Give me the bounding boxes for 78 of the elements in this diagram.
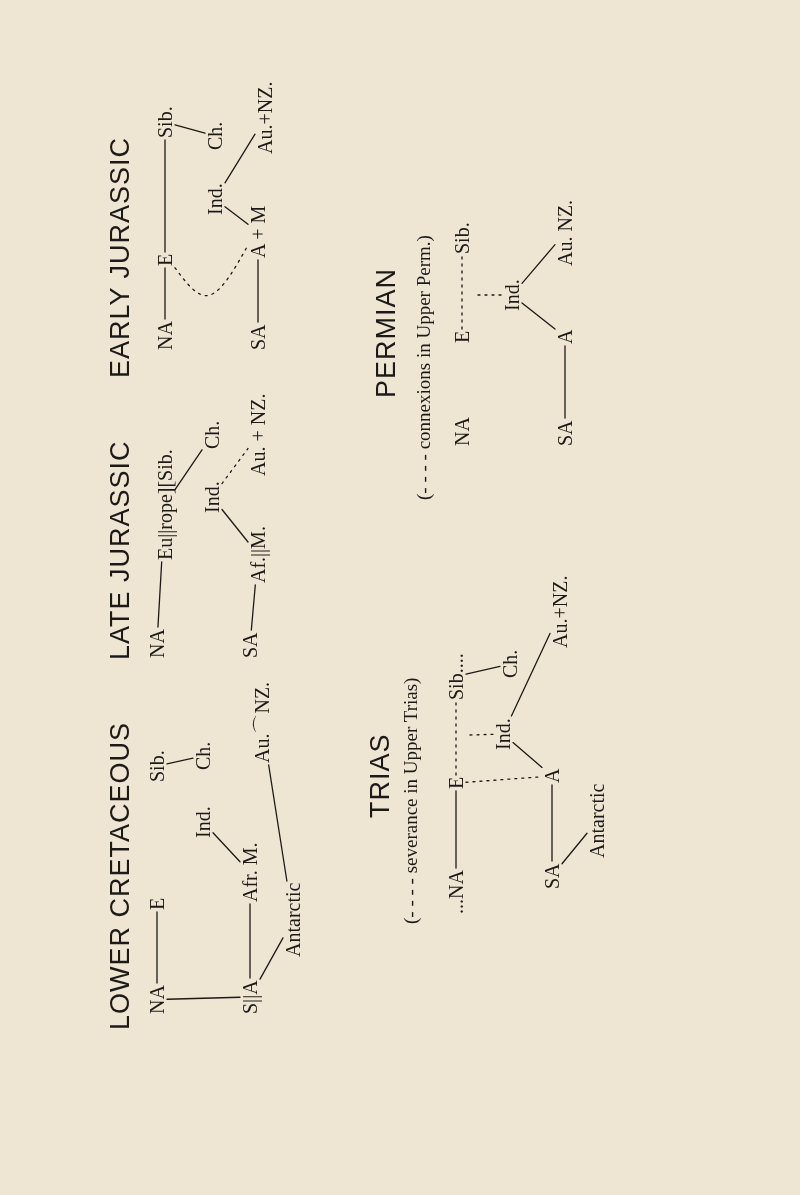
region-label: SA — [542, 861, 562, 891]
period-heading: LOWER CRETACEOUS — [106, 721, 134, 1030]
connector-line — [164, 139, 166, 253]
connector-line — [156, 911, 158, 984]
region-label: Antarctic — [587, 781, 607, 860]
region-label: NA — [147, 983, 167, 1016]
region-label: Au.⌒NZ. — [252, 679, 272, 765]
region-label: Ind. — [202, 479, 222, 515]
region-label: A + M — [248, 203, 268, 260]
region-label: Eu||rope][Sib. — [155, 447, 175, 562]
dotted-connector-line — [469, 733, 494, 736]
note-text: (- - - - connexions in Upper Perm.) — [414, 235, 434, 500]
region-label: NA — [155, 319, 175, 352]
connector-line — [166, 757, 194, 765]
region-label: Au. NZ. — [555, 197, 575, 268]
connector-line — [512, 741, 543, 769]
dotted-connector-line — [221, 447, 249, 485]
connector-line — [521, 302, 556, 330]
region-label: SA — [240, 630, 260, 660]
region-label: E — [446, 774, 466, 791]
region-label: Au.+NZ. — [255, 79, 275, 156]
region-label: Ch. — [500, 647, 520, 680]
region-label: Ind. — [193, 804, 213, 840]
connector-line — [174, 124, 206, 134]
region-label: Af.||M. — [248, 524, 268, 585]
connector-line — [268, 764, 288, 882]
connector-line — [510, 632, 551, 717]
note-text: (- - - - severance in Upper Trias) — [401, 677, 421, 924]
connector-line — [259, 937, 284, 980]
connector-line — [221, 508, 249, 543]
dotted-connector-line — [455, 701, 457, 776]
period-heading: LATE JURASSIC — [106, 440, 134, 660]
connector-line — [174, 449, 203, 491]
region-label: Ind. — [205, 181, 225, 217]
connector-line — [250, 584, 256, 631]
connector-line — [455, 790, 457, 869]
region-label: SA — [555, 418, 575, 448]
region-label: Au.+NZ. — [550, 573, 570, 650]
connector-line — [212, 832, 241, 863]
connector-line — [249, 903, 251, 979]
region-label: Ch. — [193, 739, 213, 772]
connector-line — [257, 259, 259, 323]
connector-line — [224, 206, 249, 225]
region-label: NA — [452, 415, 472, 448]
region-label: ...NA — [446, 868, 466, 916]
region-label: E — [155, 251, 175, 268]
region-label: Ind. — [502, 277, 522, 313]
region-label: Ch. — [205, 119, 225, 152]
region-label: Ch. — [202, 418, 222, 451]
dotted-connector-line — [461, 255, 463, 330]
connector-line — [561, 832, 588, 865]
region-label: Au. + NZ. — [248, 391, 268, 478]
region-label: NA — [147, 627, 167, 660]
connector-line — [157, 561, 163, 628]
region-label: Ind. — [493, 716, 513, 752]
connector-line — [521, 244, 556, 284]
period-heading: EARLY JURASSIC — [106, 136, 134, 378]
region-label: Antarctic — [283, 880, 303, 959]
region-label: S||A — [240, 978, 260, 1016]
period-heading: TRIAS — [366, 733, 394, 818]
region-label: A — [555, 327, 575, 346]
region-label: Sib. — [452, 220, 472, 256]
region-label: E — [147, 895, 167, 912]
region-label: Afr. M. — [240, 840, 260, 904]
connector-line — [465, 665, 501, 675]
region-label: A — [542, 766, 562, 785]
connector-line — [164, 267, 166, 320]
region-label: Sib.... — [446, 651, 466, 702]
connector-line — [224, 133, 256, 184]
connector-line — [166, 996, 241, 1000]
connector-line — [564, 345, 566, 419]
region-label: Sib. — [155, 104, 175, 140]
connector-line — [551, 784, 553, 862]
dotted-connector-line — [477, 294, 503, 296]
region-label: E — [452, 328, 472, 345]
region-label: Sib. — [147, 748, 167, 784]
period-heading: PERMIAN — [372, 267, 400, 398]
region-label: SA — [248, 322, 268, 352]
